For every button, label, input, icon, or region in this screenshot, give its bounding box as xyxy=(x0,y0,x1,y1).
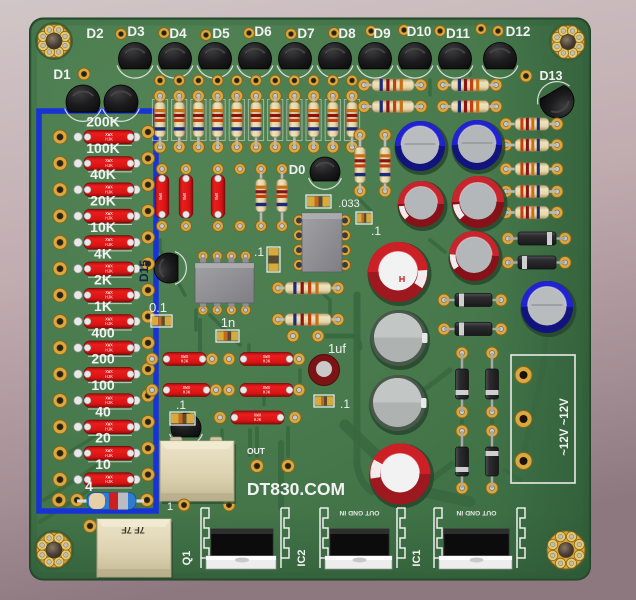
svg-text:1K: 1K xyxy=(94,298,112,314)
svg-text:D9: D9 xyxy=(373,26,390,41)
svg-text:HJK: HJK xyxy=(105,139,113,143)
svg-text:D8: D8 xyxy=(338,26,356,41)
svg-text:D1: D1 xyxy=(53,67,71,82)
svg-text:200: 200 xyxy=(91,351,115,367)
svg-text:1n: 1n xyxy=(221,315,235,330)
svg-text:OUT GND IN: OUT GND IN xyxy=(339,509,379,516)
svg-text:.033: .033 xyxy=(338,198,359,210)
svg-text:D10: D10 xyxy=(407,24,432,39)
svg-text:1: 1 xyxy=(167,501,173,513)
svg-text:XWX: XWX xyxy=(105,266,113,270)
svg-text:OUT: OUT xyxy=(247,446,266,456)
svg-text:400: 400 xyxy=(91,324,115,340)
svg-text:Q1: Q1 xyxy=(181,551,193,566)
svg-text:7F 7F: 7F 7F xyxy=(121,525,145,535)
svg-text:HJK: HJK xyxy=(263,392,271,396)
svg-text:D15: D15 xyxy=(137,260,151,282)
svg-text:200K: 200K xyxy=(86,114,119,130)
svg-text:HJK: HJK xyxy=(105,481,113,485)
svg-text:XWX: XWX xyxy=(105,160,113,164)
svg-text:10K: 10K xyxy=(90,219,116,235)
svg-text:XWX: XWX xyxy=(105,371,113,375)
svg-text:.1: .1 xyxy=(340,397,350,411)
svg-text:XWX: XWX xyxy=(216,192,220,200)
svg-text:D2: D2 xyxy=(86,26,103,41)
svg-text:HJK: HJK xyxy=(105,244,113,248)
svg-text:HJK: HJK xyxy=(105,270,113,274)
svg-text:.1: .1 xyxy=(176,398,186,412)
svg-text:D13: D13 xyxy=(540,69,563,83)
svg-text:HJK: HJK xyxy=(105,402,113,406)
svg-text:XWX: XWX xyxy=(263,356,271,360)
svg-text:IC2: IC2 xyxy=(296,549,308,566)
svg-text:XWX: XWX xyxy=(105,397,113,401)
svg-text:HJK: HJK xyxy=(105,297,113,301)
svg-text:2K: 2K xyxy=(94,272,112,288)
svg-text:XWX: XWX xyxy=(184,192,188,200)
svg-text:HJK: HJK xyxy=(105,165,113,169)
svg-text:.1: .1 xyxy=(254,245,264,259)
svg-text:HJK: HJK xyxy=(181,361,189,365)
svg-text:D7: D7 xyxy=(297,26,314,41)
svg-text:XWX: XWX xyxy=(105,424,113,428)
svg-text:D3: D3 xyxy=(127,24,145,39)
svg-text:XWX: XWX xyxy=(105,134,113,138)
svg-text:XWX: XWX xyxy=(105,318,113,322)
svg-text:XWX: XWX xyxy=(181,356,189,360)
svg-text:20: 20 xyxy=(95,430,111,446)
svg-text:HJK: HJK xyxy=(105,323,113,327)
svg-text:4K: 4K xyxy=(94,245,112,261)
svg-text:XWX: XWX xyxy=(105,239,113,243)
svg-text:100K: 100K xyxy=(86,140,119,156)
svg-text:HJK: HJK xyxy=(183,392,191,396)
svg-text:DT830.COM: DT830.COM xyxy=(247,479,345,499)
svg-text:4: 4 xyxy=(85,478,93,494)
svg-text:HJK: HJK xyxy=(263,361,271,365)
svg-text:XWX: XWX xyxy=(105,187,113,191)
svg-text:IC1: IC1 xyxy=(411,549,423,566)
svg-text:40: 40 xyxy=(95,403,111,419)
svg-text:10: 10 xyxy=(95,456,111,472)
svg-text:HJK: HJK xyxy=(105,455,113,459)
svg-text:XWX: XWX xyxy=(254,414,262,418)
svg-text:100: 100 xyxy=(91,377,115,393)
svg-text:HJK: HJK xyxy=(105,376,113,380)
svg-text:D4: D4 xyxy=(169,26,187,41)
svg-text:~12V ~12V: ~12V ~12V xyxy=(559,398,571,456)
svg-text:HJK: HJK xyxy=(105,349,113,353)
svg-text:XWX: XWX xyxy=(105,476,113,480)
svg-text:D5: D5 xyxy=(212,26,230,41)
svg-text:D0: D0 xyxy=(289,162,306,177)
svg-text:HJK: HJK xyxy=(254,419,262,423)
svg-text:XWX: XWX xyxy=(105,345,113,349)
svg-text:HJK: HJK xyxy=(105,218,113,222)
svg-text:20K: 20K xyxy=(90,193,116,209)
svg-text:D12: D12 xyxy=(506,24,531,39)
svg-text:XWX: XWX xyxy=(105,450,113,454)
svg-text:OUT GND IN: OUT GND IN xyxy=(456,509,496,516)
svg-text:XWX: XWX xyxy=(160,192,164,200)
svg-text:HJK: HJK xyxy=(105,191,113,195)
svg-text:40K: 40K xyxy=(90,166,116,182)
svg-text:XWX: XWX xyxy=(105,292,113,296)
svg-text:1uf: 1uf xyxy=(328,341,346,356)
svg-text:XWX: XWX xyxy=(105,213,113,217)
svg-text:XWX: XWX xyxy=(263,387,271,391)
svg-text:D6: D6 xyxy=(254,24,272,39)
svg-text:XWX: XWX xyxy=(183,387,191,391)
svg-text:0.1: 0.1 xyxy=(149,300,167,315)
svg-text:D11: D11 xyxy=(446,26,471,41)
svg-text:.1: .1 xyxy=(371,224,381,238)
svg-text:HJK: HJK xyxy=(105,428,113,432)
